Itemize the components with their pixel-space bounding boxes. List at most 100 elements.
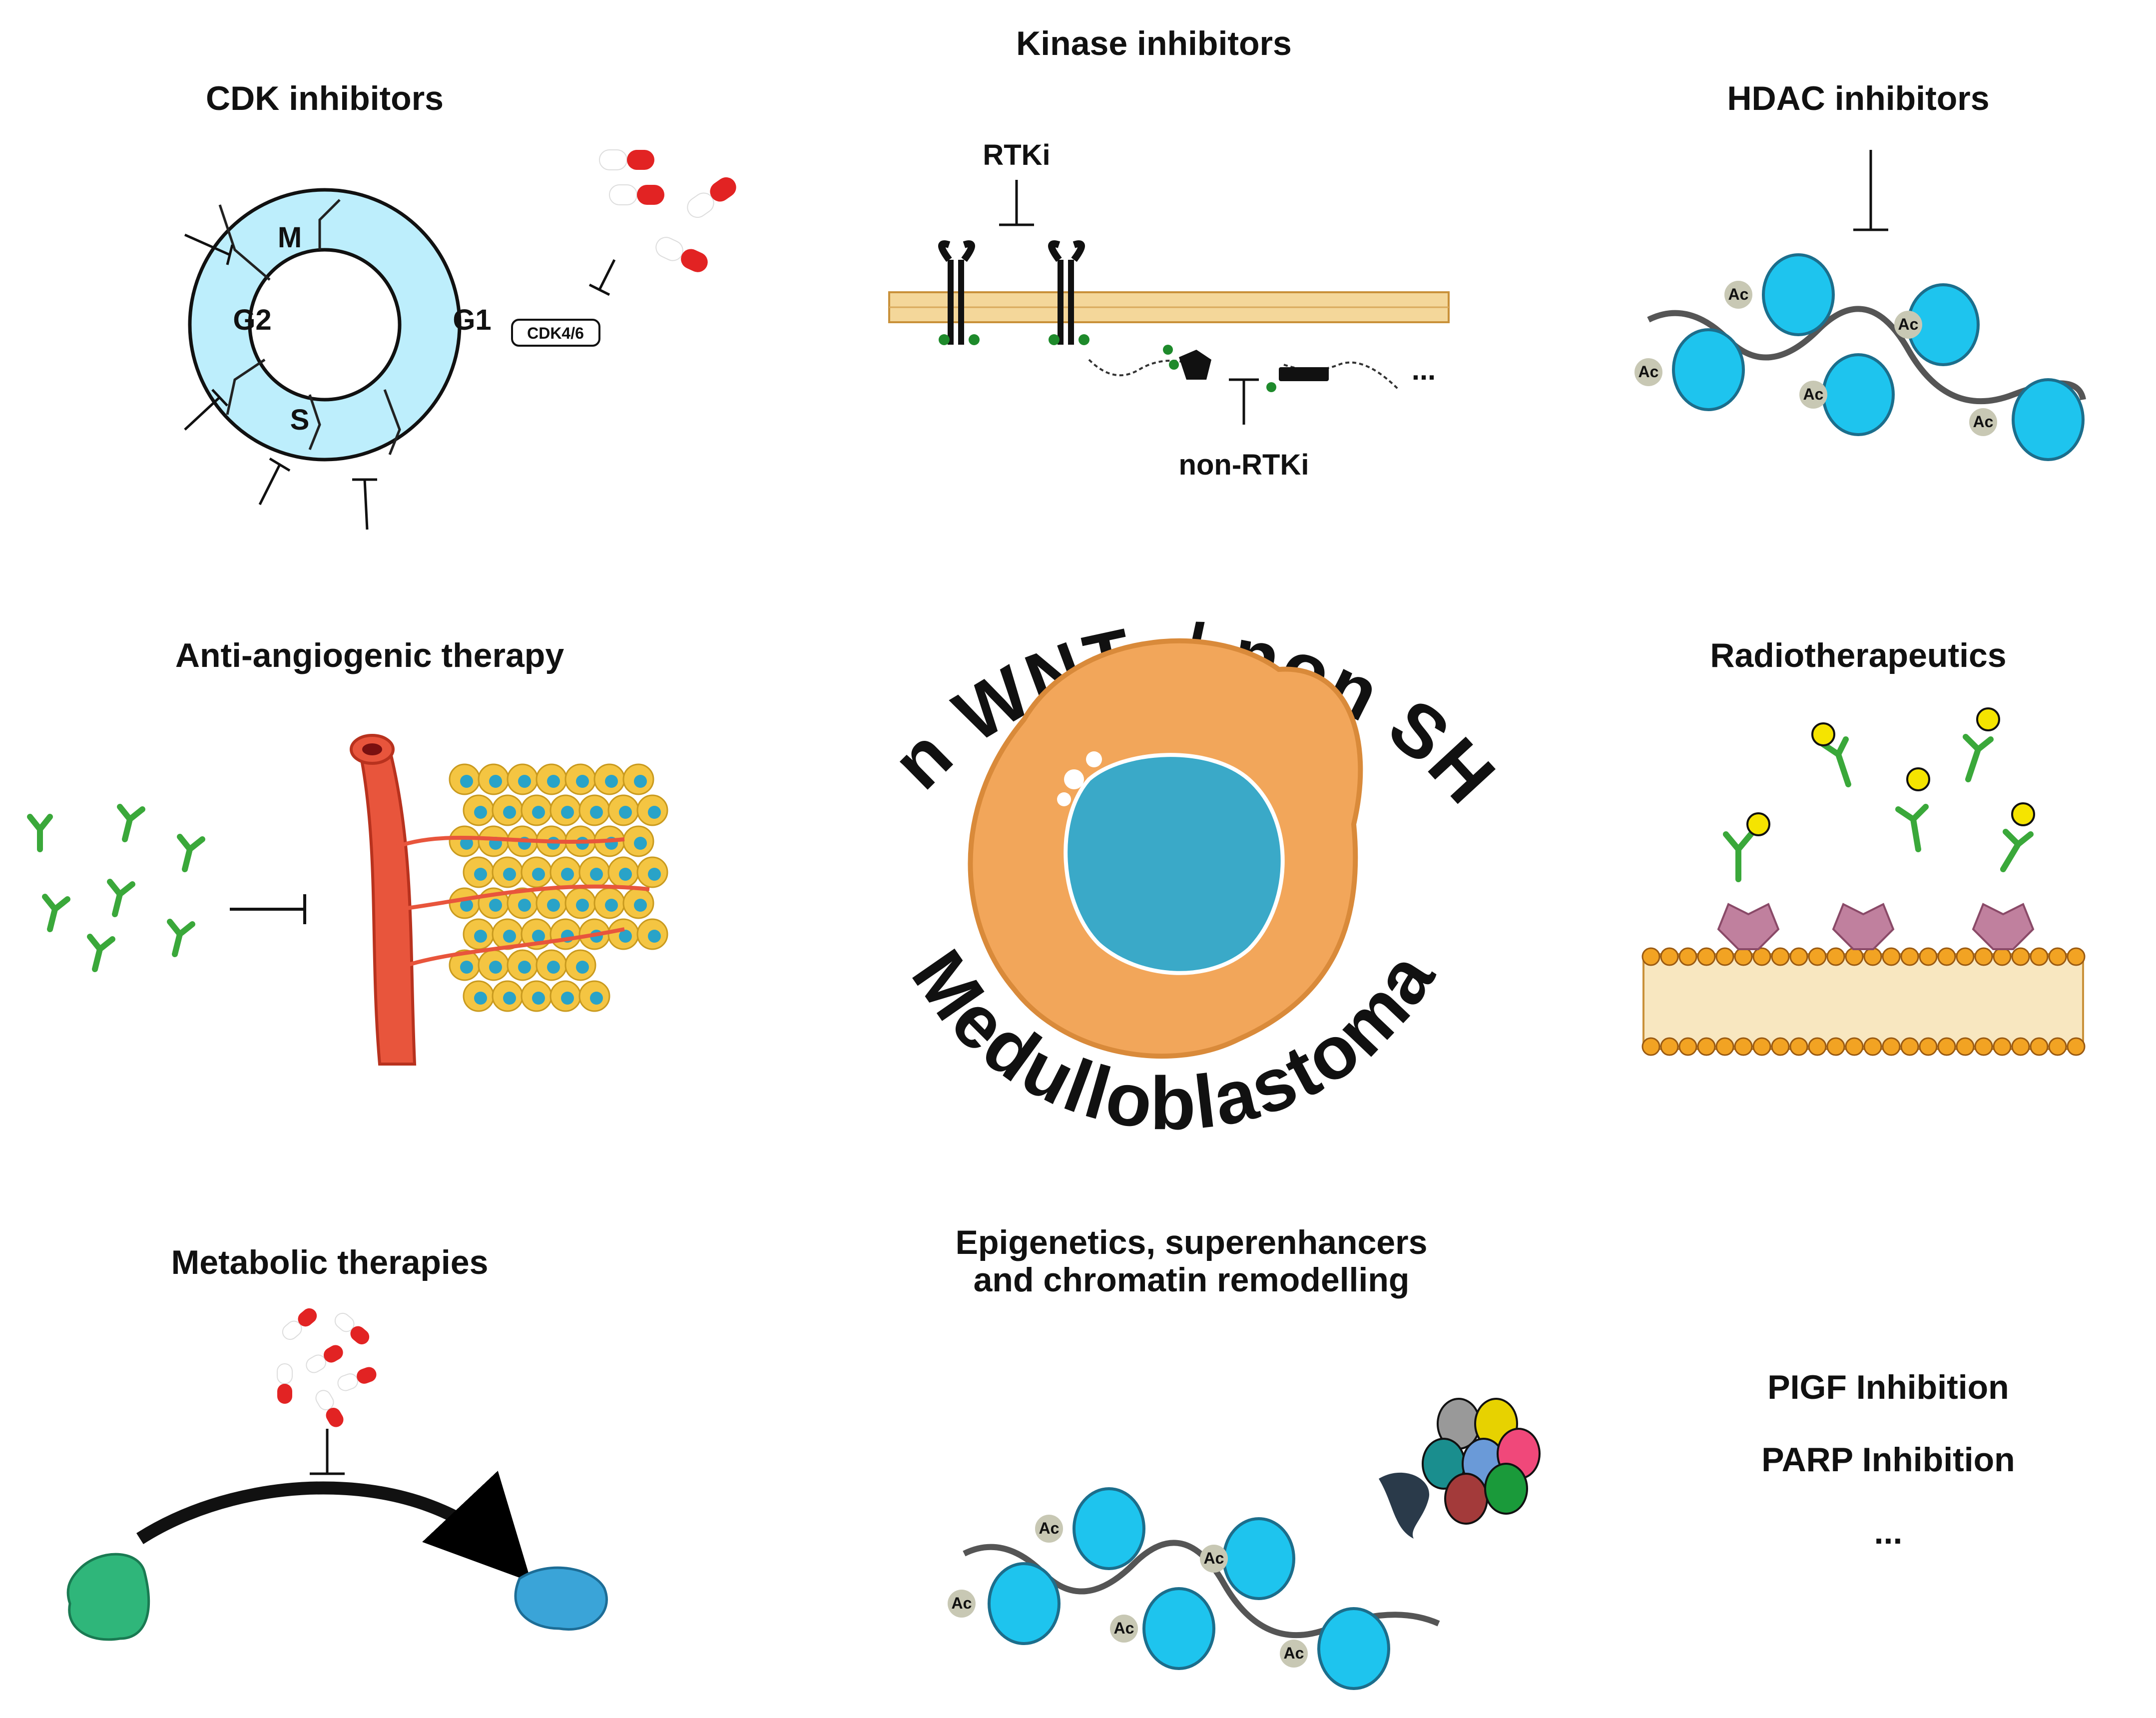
- metabolic-arrow: [136, 1471, 532, 1582]
- phospholipid-head: [1808, 1037, 1827, 1056]
- kinase-bar: [1279, 367, 1329, 381]
- angio-panel: Anti-angiogenic therapy: [27, 636, 668, 1066]
- radioactive-icons: [1746, 707, 2035, 836]
- tumor-cell-nucleus: [605, 899, 618, 912]
- tumor-cell-nucleus: [634, 837, 647, 850]
- phospholipid-head: [1845, 1037, 1864, 1056]
- phospholipid-head: [1697, 947, 1716, 966]
- cdk-pills: [599, 149, 736, 272]
- hdac-ac-tags: [1634, 281, 1997, 436]
- phospholipid-head: [1641, 947, 1660, 966]
- radio-panel: Radiotherapeutics: [1641, 636, 2086, 1056]
- tumor-cell-nucleus: [561, 992, 574, 1005]
- tumor-cell-nucleus: [576, 961, 589, 974]
- tumor-cell-nucleus: [648, 930, 661, 943]
- hdac-nucleosomes: [1672, 253, 2085, 461]
- kinase-panel: Kinase inhibitors RTKi ... non-RTKi: [888, 24, 1450, 481]
- phospholipid-head: [2030, 1037, 2049, 1056]
- angio-antibodies: [27, 804, 205, 972]
- metabolic-pills: [277, 1308, 377, 1427]
- phospholipid-head: [1900, 1037, 1919, 1056]
- tumor-cell-nucleus: [489, 961, 502, 974]
- phospholipid-head: [1715, 1037, 1734, 1056]
- epi-ac-5: Ac: [1284, 1644, 1304, 1662]
- non-rtki-label: non-RTKi: [1179, 449, 1309, 481]
- green-cell: [66, 1553, 150, 1641]
- tumor-cell-nucleus: [532, 992, 545, 1005]
- tumor-cell-nucleus: [619, 806, 632, 819]
- phospholipid-head: [1641, 1037, 1660, 1056]
- tumor-cell-nucleus: [460, 837, 473, 850]
- epi-title-line2: and chromatin remodelling: [974, 1261, 1410, 1299]
- tumor-cell-nucleus: [503, 930, 516, 943]
- hdac-ac-1: Ac: [1728, 285, 1749, 303]
- pigf-label: PIGF Inhibition: [1767, 1368, 2009, 1406]
- phospholipid-head: [1956, 1037, 1975, 1056]
- tumor-cell-nucleus: [503, 806, 516, 819]
- angio-inhibitor-bar: [230, 894, 306, 924]
- phospholipid-head: [2011, 1037, 2030, 1056]
- epi-nucleosomes: [988, 1487, 1390, 1690]
- tumor-cell-nucleus: [460, 961, 473, 974]
- tumor-cell-nucleus: [503, 868, 516, 881]
- vessel-branches: [389, 835, 650, 971]
- tumor-cell-nucleus: [474, 806, 487, 819]
- tumor-nucleus: [1064, 753, 1285, 975]
- phospholipid-head: [1937, 947, 1956, 966]
- radio-membrane-heads: [1641, 947, 2086, 1056]
- phospholipid-head: [1771, 947, 1790, 966]
- tumor-cell-nucleus: [648, 868, 661, 881]
- tumor-cell-nucleus: [590, 806, 603, 819]
- chromatin-remodeler: [1379, 1398, 1541, 1539]
- tumor-cell-nucleus: [619, 868, 632, 881]
- hdac-ac-4: Ac: [1803, 385, 1824, 403]
- tumor-cell-nucleus: [532, 868, 545, 881]
- tumor-cell-nucleus: [460, 775, 473, 788]
- hdac-title: HDAC inhibitors: [1727, 79, 1989, 117]
- phospholipid-head: [1919, 947, 1938, 966]
- epi-ac-4: Ac: [1114, 1619, 1134, 1637]
- phase-g2-label: G2: [233, 304, 271, 336]
- phospholipid-head: [1919, 1037, 1938, 1056]
- epi-panel: Epigenetics, superenhancers and chromati…: [948, 1223, 1541, 1690]
- tumor-cell-nucleus: [590, 868, 603, 881]
- tumor-cell-nucleus: [576, 775, 589, 788]
- cell-cycle-ring: [188, 188, 462, 462]
- phospholipid-head: [1678, 947, 1697, 966]
- phospholipid-head: [1808, 947, 1827, 966]
- tumor-cell-nucleus: [518, 899, 531, 912]
- tumor-cell-nucleus: [547, 899, 560, 912]
- hdac-inhibitor-bar: [1853, 150, 1888, 231]
- phospholipid-head: [1900, 947, 1919, 966]
- radio-title: Radiotherapeutics: [1710, 636, 2006, 674]
- non-rtki-inhibitor-bar: [1229, 378, 1259, 425]
- phospholipid-head: [1660, 947, 1679, 966]
- cdk46-label: CDK4/6: [527, 324, 584, 342]
- phospholipid-head: [1660, 1037, 1679, 1056]
- tumor-cell-nucleus: [474, 992, 487, 1005]
- kinase-membrane: [888, 291, 1450, 323]
- phospholipid-head: [1863, 1037, 1882, 1056]
- kinase-pentagon: [1179, 350, 1211, 380]
- phospholipid-head: [2030, 947, 2049, 966]
- tumor-cell-nucleus: [590, 992, 603, 1005]
- tumor-cell-nucleus: [619, 930, 632, 943]
- radio-membrane: [1642, 953, 2084, 1050]
- metabolic-title: Metabolic therapies: [171, 1243, 489, 1281]
- tumor-cell-nucleus: [474, 868, 487, 881]
- tumor-cell-nucleus: [503, 992, 516, 1005]
- phospholipid-head: [1826, 947, 1845, 966]
- phase-m-label: M: [278, 221, 302, 254]
- phospholipid-head: [1882, 947, 1901, 966]
- phospholipid-head: [1845, 947, 1864, 966]
- hdac-ac-5: Ac: [1973, 413, 1994, 431]
- phospholipid-head: [2067, 1037, 2086, 1056]
- metabolic-panel: Metabolic therapies: [66, 1243, 608, 1641]
- phospholipid-head: [1882, 1037, 1901, 1056]
- tumor-cell-nucleus: [561, 868, 574, 881]
- hdac-ac-2: Ac: [1638, 363, 1659, 381]
- phospholipid-head: [1993, 947, 2012, 966]
- tumor-cell-nucleus: [634, 775, 647, 788]
- blood-vessel: [358, 748, 417, 1066]
